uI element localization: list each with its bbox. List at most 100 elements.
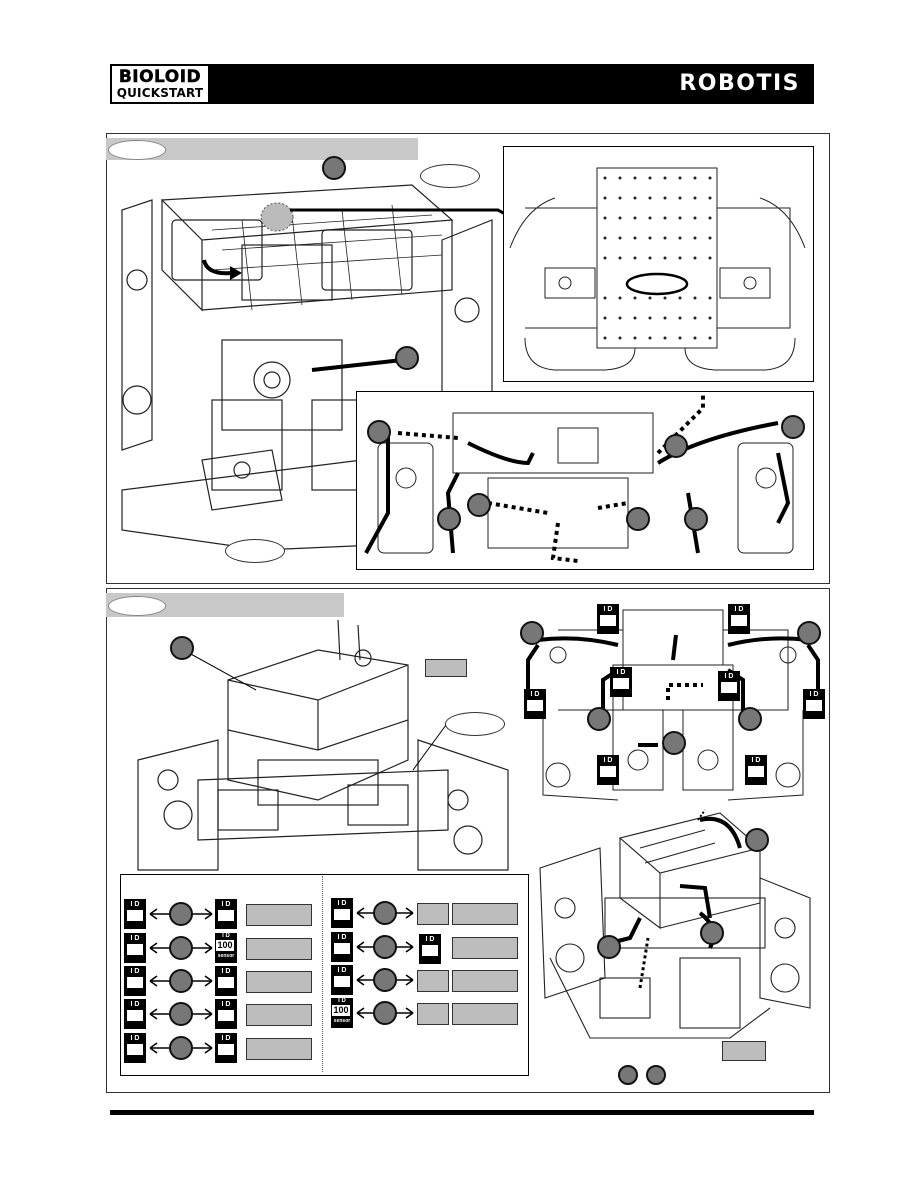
step-number-oval-2 (108, 596, 166, 616)
callout-circle (169, 1036, 193, 1060)
callout-circle (373, 935, 397, 959)
id-tag-text: I D (222, 933, 230, 939)
id-tag-icon: I D (728, 604, 750, 634)
callout-circle (626, 507, 650, 531)
inset-top-view (503, 146, 814, 382)
id-tag-icon: I D (215, 966, 237, 996)
callout-circle (745, 828, 769, 852)
id-tag-text: I D (734, 606, 744, 613)
label-box (722, 1041, 766, 1061)
callout-circle (169, 936, 193, 960)
id-tag-icon: I D (524, 689, 546, 719)
label-box (246, 904, 312, 926)
id-tag-icon: I D (597, 755, 619, 785)
id-tag-icon: I D (215, 899, 237, 929)
label-box (246, 971, 312, 993)
controller-wiring-illustration (539, 809, 811, 1039)
id-tag-icon: I D (331, 932, 353, 962)
id-tag-icon: I D (124, 899, 146, 929)
header-bar (110, 64, 814, 104)
id-tag-text: I D (616, 669, 626, 676)
id-tag-text: I D (603, 757, 613, 764)
callout-circle (373, 1001, 397, 1025)
id-mapping-table (120, 874, 529, 1076)
sensor-number: 100 (216, 940, 234, 951)
bioloid-quickstart-logo: BIOLOID QUICKSTART (110, 64, 210, 104)
callout-circle (597, 935, 621, 959)
id-mapping-row: I D I D (124, 966, 314, 998)
id-tag-text: I D (751, 757, 761, 764)
id-tag-icon: I D (745, 755, 767, 785)
top-view-illustration (509, 167, 806, 371)
step-number-oval-1 (108, 140, 166, 160)
sensor-tag-icon: I D 100 sensor (215, 933, 237, 963)
label-oval (445, 712, 505, 736)
id-tag-icon: I D (124, 966, 146, 996)
id-tag-text: I D (724, 673, 734, 680)
step-tab-1 (106, 138, 418, 160)
label-box (425, 659, 467, 677)
id-tag-icon: I D (124, 933, 146, 963)
callout-circle (169, 969, 193, 993)
id-tag-icon: I D (803, 689, 825, 719)
id-mapping-row: I D 100 sensor (331, 998, 521, 1030)
id-mapping-row: I D (331, 898, 521, 930)
id-tag-text: I D (809, 691, 819, 698)
id-layout-illustration (526, 609, 820, 801)
id-mapping-row: I D I D (331, 932, 521, 964)
id-tag-text: I D (221, 1001, 231, 1008)
id-tag-icon: I D (331, 965, 353, 995)
callout-circle (646, 1065, 666, 1085)
callout-circle (738, 707, 762, 731)
id-tag-text: I D (603, 606, 613, 613)
id-tag-text: I D (337, 967, 347, 974)
label-box (246, 1038, 312, 1060)
callout-circle (322, 156, 346, 180)
callout-circle (170, 636, 194, 660)
id-tag-text: I D (130, 1035, 140, 1042)
robotis-brand-logo: ROBOTIS (679, 71, 800, 96)
robot-assembly-illustration-2 (137, 620, 509, 871)
logo-line-quickstart: QUICKSTART (116, 85, 204, 100)
callout-circle (684, 507, 708, 531)
callout-circle (437, 507, 461, 531)
id-tag-text: I D (130, 935, 140, 942)
label-box (417, 903, 449, 925)
id-tag-text: I D (338, 998, 346, 1004)
callout-circle (587, 707, 611, 731)
id-tag-text: I D (337, 900, 347, 907)
callout-circle (797, 621, 821, 645)
sensor-tag-icon: I D 100 sensor (331, 998, 353, 1028)
label-box (246, 938, 312, 960)
footer-rule (110, 1110, 814, 1115)
id-tag-icon: I D (610, 667, 632, 697)
callout-circle (395, 346, 419, 370)
id-tag-text: I D (221, 1035, 231, 1042)
label-oval (225, 539, 285, 563)
label-box (417, 970, 449, 992)
id-tag-text: I D (221, 968, 231, 975)
callout-circle (520, 621, 544, 645)
id-mapping-row: I D I D 100 sensor (124, 933, 314, 965)
callout-circle (367, 420, 391, 444)
id-tag-text: I D (425, 936, 435, 943)
label-box (452, 937, 518, 959)
table-divider (322, 876, 323, 1072)
label-box (452, 1003, 518, 1025)
id-mapping-row: I D I D (124, 1033, 314, 1065)
label-box (246, 1004, 312, 1026)
logo-line-bioloid: BIOLOID (118, 66, 202, 87)
id-tag-icon: I D (124, 1033, 146, 1063)
id-tag-text: I D (130, 901, 140, 908)
callout-circle (618, 1065, 638, 1085)
label-box (417, 1003, 449, 1025)
robot-assembly-illustration-1 (121, 184, 493, 551)
id-tag-icon: I D (718, 671, 740, 701)
sensor-word: sensor (333, 1018, 351, 1024)
callout-circle (662, 731, 686, 755)
sensor-word: sensor (217, 953, 235, 959)
id-tag-icon: I D (215, 1033, 237, 1063)
callout-circle (700, 921, 724, 945)
id-tag-text: I D (130, 1001, 140, 1008)
callout-circle (664, 434, 688, 458)
